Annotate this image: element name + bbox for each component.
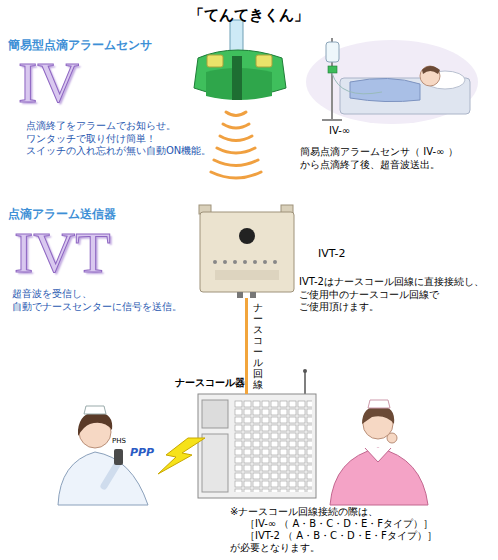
patient-illustration-part: [420, 66, 440, 86]
note-text: IVT-2はナースコール回線に直接接続し、 ご使用中のナースコール回線で ご使用…: [299, 276, 492, 314]
part-label: IV-∞: [329, 125, 350, 138]
transmitter-illustration-part: [200, 212, 294, 292]
transmitter-illustration-part: [223, 260, 227, 264]
sound-waves-part: [226, 112, 246, 116]
footnote-text-holder: が必要となります。: [230, 542, 320, 555]
transmitter-illustration-part: [213, 260, 217, 264]
product-mark: IV: [18, 54, 79, 112]
patient-illustration-part: [422, 66, 440, 74]
part-label-holder: IV-∞: [329, 125, 350, 138]
patient-illustration-part: [328, 66, 337, 73]
nurse-right: [330, 400, 428, 505]
signal-lightning-part: [158, 438, 205, 474]
sound-text-holder: PPP: [130, 446, 154, 460]
transmitter-illustration-part: [243, 260, 247, 264]
transmitter-illustration-part: [273, 260, 277, 264]
signal-lightning: [158, 438, 205, 474]
note-text-holder: IVT-2はナースコール回線に直接接続し、 ご使用中のナースコール回線で ご使用…: [299, 276, 492, 314]
feature-text: 超音波を受信し、 自動でナースセンターに信号を送信。: [12, 288, 194, 313]
footnote-text-holder: ※ナースコール回線接続の際は、: [230, 506, 378, 519]
sound-waves-part: [217, 148, 255, 153]
transmitter-illustration: [199, 205, 294, 298]
sensor-illustration-part: [256, 55, 272, 67]
patient-illustration-part: [332, 73, 382, 94]
nurse-with-phs-part: [104, 463, 118, 486]
device-label: PHS: [112, 437, 126, 446]
cable-label-holder: ナースコール回線: [253, 302, 263, 390]
section-heading: 点滴アラーム送信器: [8, 207, 116, 222]
transmitter-illustration-part: [250, 292, 256, 298]
nurse-call-unit-illustration-part: [202, 400, 228, 428]
sensor-illustration-part: [232, 56, 242, 100]
device-label-holder: PHS: [112, 437, 126, 446]
nurse-right-part: [368, 400, 390, 408]
node-label: ナースコール器: [175, 377, 245, 390]
transmitter-illustration-part: [233, 260, 237, 264]
nurse-right-part: [330, 448, 428, 505]
nurse-call-box: ナースコール器: [198, 394, 316, 498]
transmitter-illustration-part: [263, 260, 267, 264]
patient-illustration: [306, 38, 478, 124]
nurse-right-part: [362, 406, 394, 424]
feature-text-holder: 超音波を受信し、 自動でナースセンターに信号を送信。: [12, 288, 194, 313]
cable-label: ナースコール回線: [253, 302, 263, 390]
transmitter-illustration-part: [237, 292, 243, 298]
nurse-with-phs-part: [84, 406, 106, 414]
node-label: IVT-2: [318, 247, 345, 261]
patient-illustration-part: [326, 42, 339, 62]
transmitter-illustration-part: [215, 270, 279, 280]
nurse-with-phs-part: [114, 449, 123, 465]
product-mark-holder: IVT: [14, 224, 111, 282]
nurse-right-part: [365, 448, 391, 462]
footnote-text-holder: ［IVT-2 （ A・B・C・D・E・Fタイプ）］: [245, 530, 437, 543]
nurse-call-unit-illustration-part: [198, 394, 316, 498]
feature-text: 点滴終了をアラームでお知らせ。 ワンタッチで取り付け簡単！ スイッチの入れ忘れが…: [26, 120, 218, 158]
nurse-call-unit-illustration-part: [303, 369, 307, 373]
feature-text-holder: 点滴終了をアラームでお知らせ。 ワンタッチで取り付け簡単！ スイッチの入れ忘れが…: [26, 120, 218, 158]
cable-line: [245, 298, 248, 394]
sound-waves-part: [220, 136, 252, 141]
sound-waves-part: [211, 172, 261, 178]
title-holder: 「てんてきくん」: [0, 6, 498, 25]
footnote-text: が必要となります。: [230, 542, 320, 555]
product-mark-holder: IV: [18, 54, 79, 112]
nurse-with-phs-part: [58, 452, 148, 505]
patient-illustration-part: [350, 78, 420, 101]
footnote-text: ［IV-∞ （ A・B・C・D・E・Fタイプ）］: [245, 518, 433, 531]
sound-waves: [211, 112, 261, 178]
nurse-right-part: [387, 433, 397, 443]
patient-illustration-part: [322, 119, 342, 121]
note-text: 簡易点滴アラームセンサ（ IV-∞ ） から点滴終了後、超音波送出。: [300, 146, 478, 171]
sensor-illustration-part: [207, 55, 223, 67]
sound-text: PPP: [130, 446, 154, 460]
transmitter-illustration-part: [239, 228, 255, 244]
section-heading-holder: 簡易型点滴アラームセンサ: [8, 38, 152, 53]
sound-waves-part: [214, 160, 258, 166]
footnote-text: ※ナースコール回線接続の際は、: [230, 506, 378, 519]
transmitter-box: IVT-2: [197, 205, 295, 298]
sensor-illustration: [194, 20, 286, 100]
nurse-call-unit-illustration-part: [304, 372, 306, 396]
footnote-text-holder: ［IV-∞ （ A・B・C・D・E・Fタイプ）］: [245, 518, 433, 531]
title-text: 「てんてきくん」: [0, 6, 498, 25]
sound-waves-part: [223, 124, 249, 128]
section-heading-holder: 点滴アラーム送信器: [8, 207, 116, 222]
nurse-call-unit-illustration-part: [234, 400, 312, 492]
nurse-with-phs-part: [78, 412, 112, 436]
transmitter-illustration-part: [253, 260, 257, 264]
footnote-text: ［IVT-2 （ A・B・C・D・E・Fタイプ）］: [245, 530, 437, 543]
note-text-holder: 簡易点滴アラームセンサ（ IV-∞ ） から点滴終了後、超音波送出。: [300, 146, 478, 171]
nurse-call-unit-illustration-part: [202, 434, 228, 492]
product-mark: IVT: [14, 224, 111, 282]
section-heading: 簡易型点滴アラームセンサ: [8, 38, 152, 53]
